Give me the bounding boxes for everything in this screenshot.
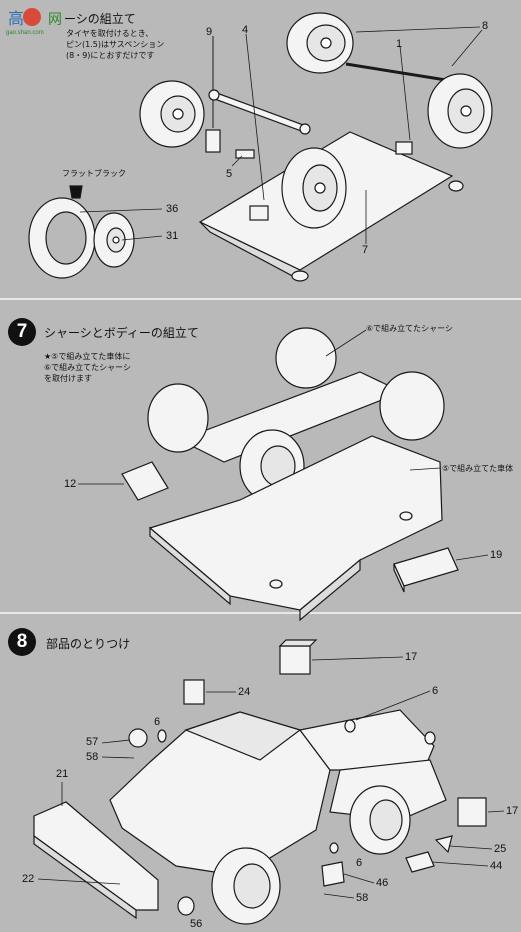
step7-title: シャーシとボディーの組立て <box>44 326 199 340</box>
cone-part-25 <box>434 835 453 854</box>
callout-part-12: 12 <box>64 478 77 490</box>
step7-note-line-3: を取付けます <box>44 374 92 383</box>
svg-text:高: 高 <box>8 9 24 28</box>
callout-part-44: 44 <box>490 860 503 872</box>
callout-part-46: 46 <box>376 877 389 889</box>
lamp-part-57 <box>128 728 148 748</box>
step6-note-line-1: タイヤを取付けるとき、 <box>66 29 154 38</box>
callout-part-8: 8 <box>482 20 489 32</box>
callout-part-7: 7 <box>362 244 369 256</box>
label-chassis-from-step6: ⑥で組み立てたシャーシ <box>366 324 454 333</box>
callout-part-22: 22 <box>22 873 35 885</box>
callout-part-56: 56 <box>190 918 203 930</box>
box-part-19 <box>393 547 459 593</box>
watermark-url: gao.shan.com <box>6 30 44 36</box>
callout-part-1: 1 <box>396 38 403 50</box>
callout-part-24: 24 <box>238 686 251 698</box>
wheel-center <box>281 147 347 229</box>
section-divider-2 <box>0 612 521 614</box>
step6-note-line-3: (8・9)にとおすだけです <box>66 51 155 60</box>
tire-part-36 <box>28 197 96 279</box>
callout-part-25: 25 <box>494 843 507 855</box>
axle-rod-part-1 <box>345 62 447 82</box>
wheel-rear-step8 <box>349 785 411 855</box>
lamp-part-24 <box>183 679 205 705</box>
box-part-17-top <box>278 639 318 675</box>
step7-number-badge: 7 <box>8 318 36 346</box>
box-part-17-right <box>457 797 487 827</box>
step7-note-line-1: ★⑤で組み立てた車体に <box>44 352 131 361</box>
callout-part-36: 36 <box>166 203 179 215</box>
hub-part-31 <box>93 212 135 268</box>
section-divider-1 <box>0 298 521 300</box>
wheel-front-step8 <box>211 847 281 925</box>
label-body-from-step5: ⑤で組み立てた車体 <box>442 464 514 473</box>
bracket-part-46 <box>321 861 345 887</box>
wheel-right <box>427 73 493 149</box>
step8-title: 部品のとりつけ <box>46 637 131 651</box>
callout-part-57: 57 <box>86 736 99 748</box>
suspension-part-9 <box>205 36 221 153</box>
flat-black-label: フラットブラック <box>62 169 126 178</box>
callout-part-31: 31 <box>166 230 179 242</box>
lamp-part-56 <box>177 896 195 916</box>
link-arm-part-4 <box>208 89 311 135</box>
callout-part-6-left: 6 <box>154 716 161 728</box>
step7-note: ★⑤で組み立てた車体に ⑥で組み立てたシャーシ を取付けます <box>44 351 131 384</box>
plate-part-12 <box>121 461 169 501</box>
flat-black-marker <box>69 185 83 199</box>
step7-note-line-2: ⑥で組み立てたシャーシ <box>44 363 132 372</box>
step6-note-line-2: ピン(1.5)はサスペンション <box>66 40 165 49</box>
callout-part-21: 21 <box>56 768 69 780</box>
callout-part-19: 19 <box>490 549 503 561</box>
ring-parts-6 <box>157 719 436 854</box>
leader-lines <box>37 26 505 899</box>
step6-title: ーシの組立て <box>64 12 136 26</box>
callout-part-17-right: 17 <box>506 805 519 817</box>
callout-part-58-left: 58 <box>86 751 99 763</box>
wheel-top <box>286 12 354 74</box>
callout-part-58-bottom: 58 <box>356 892 369 904</box>
callout-part-9: 9 <box>206 26 213 38</box>
wheel-left <box>139 80 205 148</box>
block-part-44 <box>405 851 435 873</box>
step6-note: タイヤを取付けるとき、 ピン(1.5)はサスペンション (8・9)にとおすだけで… <box>66 28 164 61</box>
watermark-logo-graphic: 高 网 <box>2 6 76 30</box>
svg-text:网: 网 <box>48 12 62 28</box>
callout-part-6-bottom: 6 <box>356 857 363 869</box>
watermark-logo: 高 网 gao.shan.com <box>2 6 76 36</box>
mudguard-part-21-22 <box>33 801 159 920</box>
pin-part-5 <box>235 149 255 159</box>
callout-part-6-right: 6 <box>432 685 439 697</box>
step8-number-badge: 8 <box>8 628 36 656</box>
callout-part-5: 5 <box>226 168 233 180</box>
body-hull <box>148 435 443 622</box>
callout-part-4: 4 <box>242 24 249 36</box>
callout-part-17-top: 17 <box>405 651 418 663</box>
